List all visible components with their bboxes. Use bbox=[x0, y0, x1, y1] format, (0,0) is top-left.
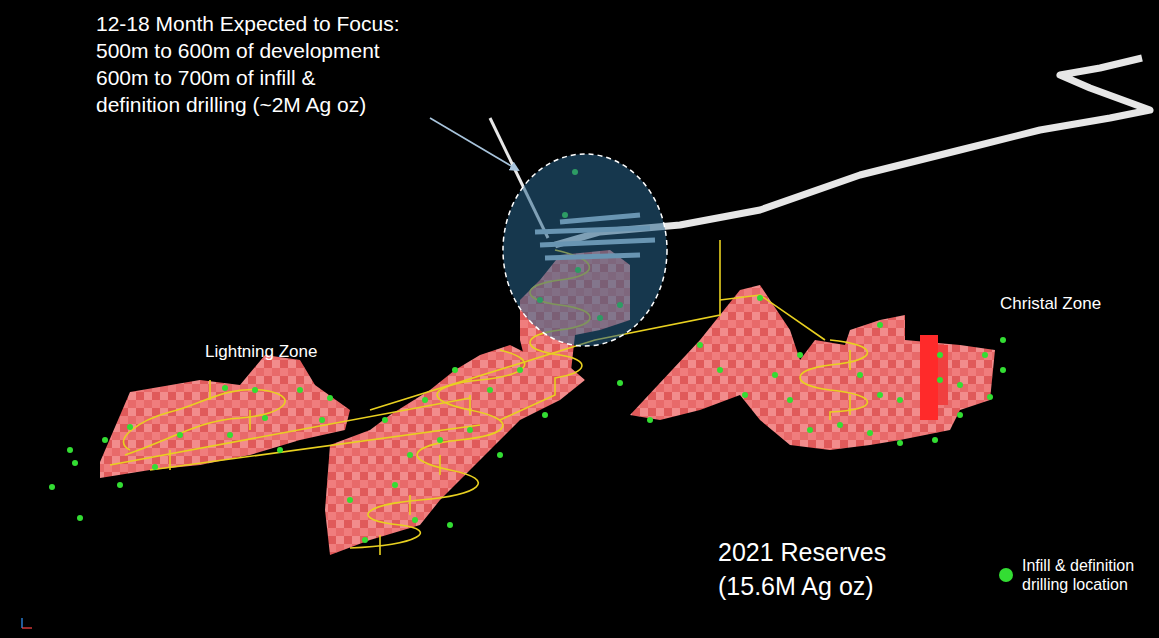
legend-item: Infill & definition drilling location bbox=[1022, 556, 1159, 594]
callout-text: 500m to 600m of development bbox=[96, 39, 380, 63]
zone-label: Christal Zone bbox=[1000, 294, 1101, 314]
callout-text: 600m to 700m of infill & bbox=[96, 66, 315, 90]
legend-text: Infill & definition drilling location bbox=[1022, 556, 1159, 594]
focus-ellipse bbox=[503, 154, 667, 346]
ramps bbox=[110, 240, 868, 555]
reserves-label: 2021 Reserves bbox=[718, 538, 886, 567]
zone-label: Lightning Zone bbox=[205, 342, 317, 362]
callout-arrow bbox=[430, 118, 518, 170]
callout-heading: 12-18 Month Expected to Focus: bbox=[96, 12, 400, 36]
axis-icon bbox=[22, 618, 32, 628]
reserves-label: (15.6M Ag oz) bbox=[718, 572, 874, 601]
callout-text: definition drilling (~2M Ag oz) bbox=[96, 93, 366, 117]
